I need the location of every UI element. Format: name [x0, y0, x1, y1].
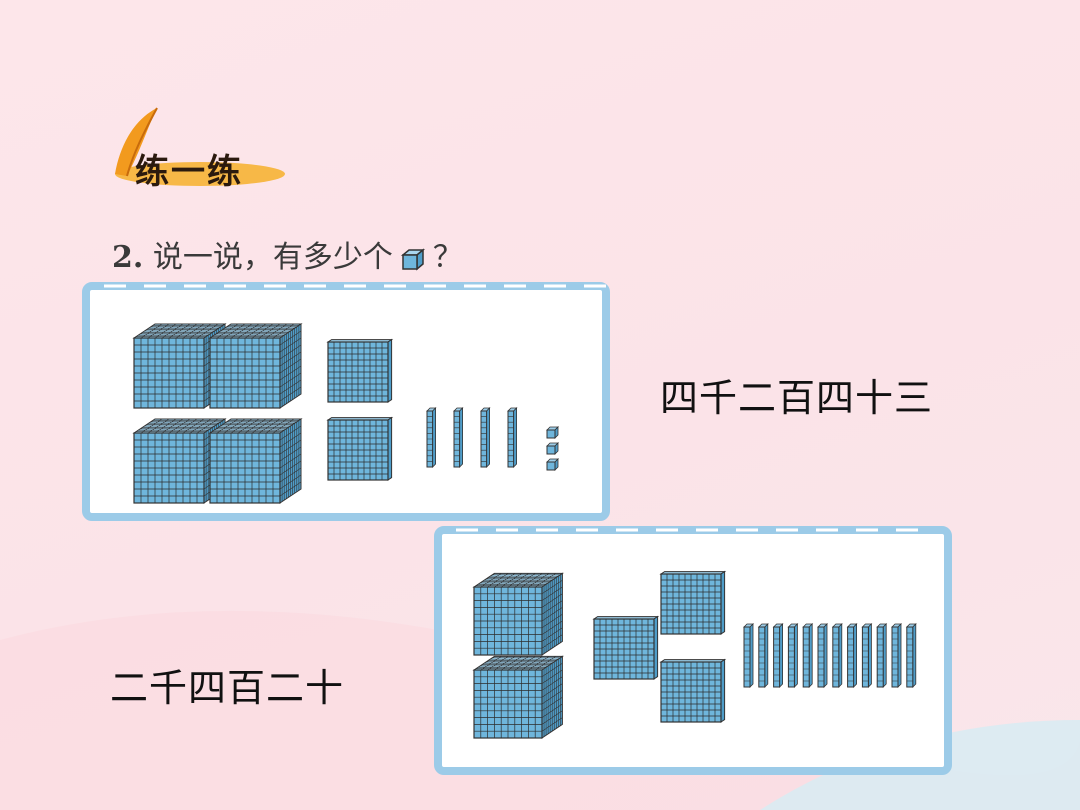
ten-rod — [846, 623, 858, 688]
unit-cube-icon — [400, 248, 425, 271]
hundred-flat — [592, 615, 660, 680]
ten-rod — [831, 623, 843, 688]
hundred-flat — [326, 416, 394, 481]
ten-rod — [772, 623, 784, 688]
question-number: 2. — [112, 240, 144, 275]
heading-label: 练一练 — [135, 152, 243, 192]
ten-rod — [861, 623, 873, 688]
thousand-cube — [208, 418, 303, 504]
ten-rod — [480, 407, 491, 468]
answer-text-2: 二千四百二十 — [110, 666, 345, 710]
ten-rod — [743, 623, 754, 688]
question-line: 2. 说一说，有多少个 ？ — [112, 232, 463, 276]
card-frame — [434, 526, 952, 775]
ten-rod — [507, 407, 518, 468]
ten-rod — [891, 623, 902, 688]
ten-rod — [426, 407, 437, 468]
thousand-cube — [208, 323, 303, 409]
ten-rod — [802, 623, 814, 688]
thousand-cube — [472, 572, 565, 656]
one-cube — [546, 458, 559, 471]
hundred-flat — [659, 570, 727, 635]
one-cube — [546, 426, 559, 439]
practice-heading: 练一练 — [105, 104, 285, 194]
ten-rod — [453, 407, 464, 468]
ten-rod — [876, 623, 888, 688]
ten-rod — [757, 623, 769, 688]
question-text: 说一说，有多少个 — [152, 240, 393, 275]
ten-rod — [817, 623, 828, 688]
answer-text-1: 四千二百四十三 — [660, 376, 934, 420]
one-cube — [546, 442, 559, 455]
question-suffix: ？ — [432, 240, 463, 275]
hundred-flat — [659, 658, 727, 723]
thousand-cube — [472, 655, 565, 739]
feather-banner-icon — [115, 107, 285, 186]
hundred-flat — [326, 338, 394, 403]
ten-rod — [787, 623, 799, 688]
place-value-card-2 — [434, 526, 952, 775]
ten-rod — [905, 623, 917, 688]
place-value-card-1 — [82, 282, 610, 521]
